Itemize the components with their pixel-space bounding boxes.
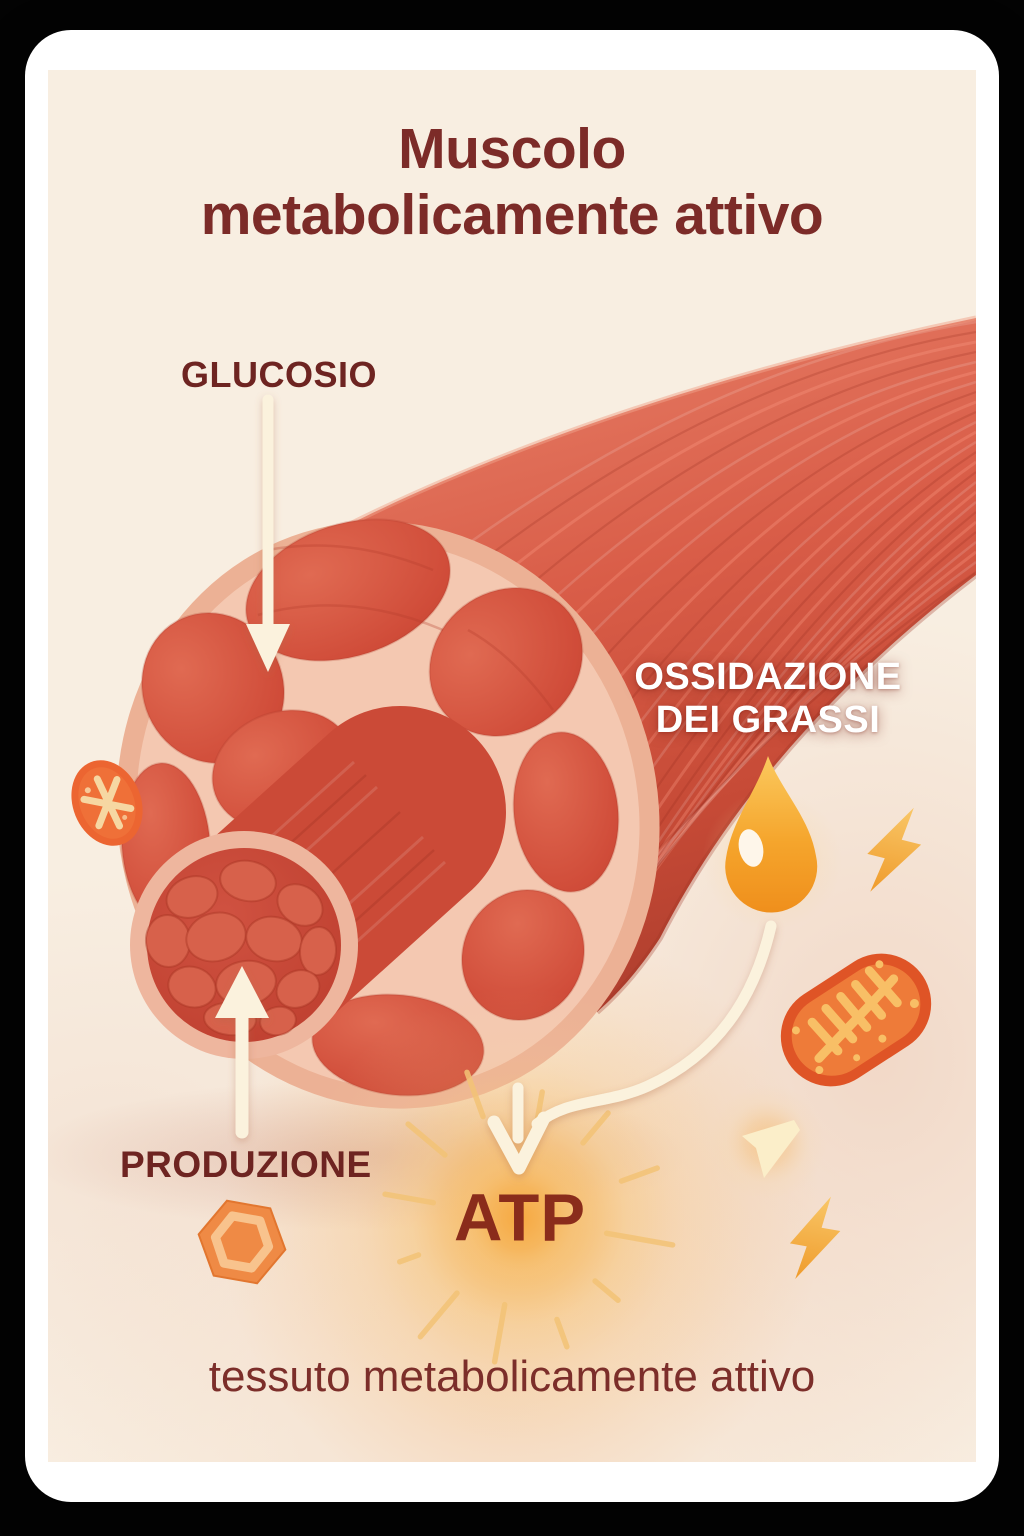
organelle-icon bbox=[71, 760, 143, 846]
glucose-label: GLUCOSIO bbox=[181, 354, 378, 395]
fat-curved-arrow bbox=[531, 920, 777, 1130]
production-label: PRODUZIONE bbox=[120, 1144, 372, 1185]
lightning-icon bbox=[789, 1196, 841, 1280]
title-line-2: metabolicamente attivo bbox=[200, 183, 824, 248]
mitochondrion-icon bbox=[780, 953, 932, 1087]
atp-label: ATP bbox=[453, 1180, 587, 1256]
fat-droplet-icon bbox=[702, 756, 842, 930]
muscle-illustration bbox=[48, 315, 976, 1448]
card: Muscolo metabolicamente attivo GLUCOSIO … bbox=[25, 30, 999, 1502]
page-title: Muscolo metabolicamente attivo bbox=[48, 116, 976, 248]
glucose-down-arrow bbox=[246, 394, 290, 672]
atp-glow bbox=[290, 988, 750, 1448]
caption: tessuto metabolicamente attivo bbox=[208, 1352, 816, 1401]
fat-oxidation-label: OSSIDAZIONE DEI GRASSI bbox=[634, 656, 901, 741]
glucose-molecule-icon bbox=[197, 1199, 287, 1285]
production-up-arrow bbox=[215, 966, 269, 1139]
title-line-1: Muscolo bbox=[398, 117, 626, 181]
fat-oxidation-line-2: DEI GRASSI bbox=[655, 698, 881, 741]
fat-oxidation-line-1: OSSIDAZIONE bbox=[634, 656, 902, 698]
fascicle bbox=[428, 587, 584, 737]
fascicle bbox=[512, 731, 620, 893]
lightning-icon bbox=[867, 807, 922, 892]
fascicle bbox=[245, 518, 451, 662]
atp-down-arrow bbox=[487, 1082, 551, 1175]
illustration-canvas: Muscolo metabolicamente attivo GLUCOSIO … bbox=[48, 70, 976, 1462]
